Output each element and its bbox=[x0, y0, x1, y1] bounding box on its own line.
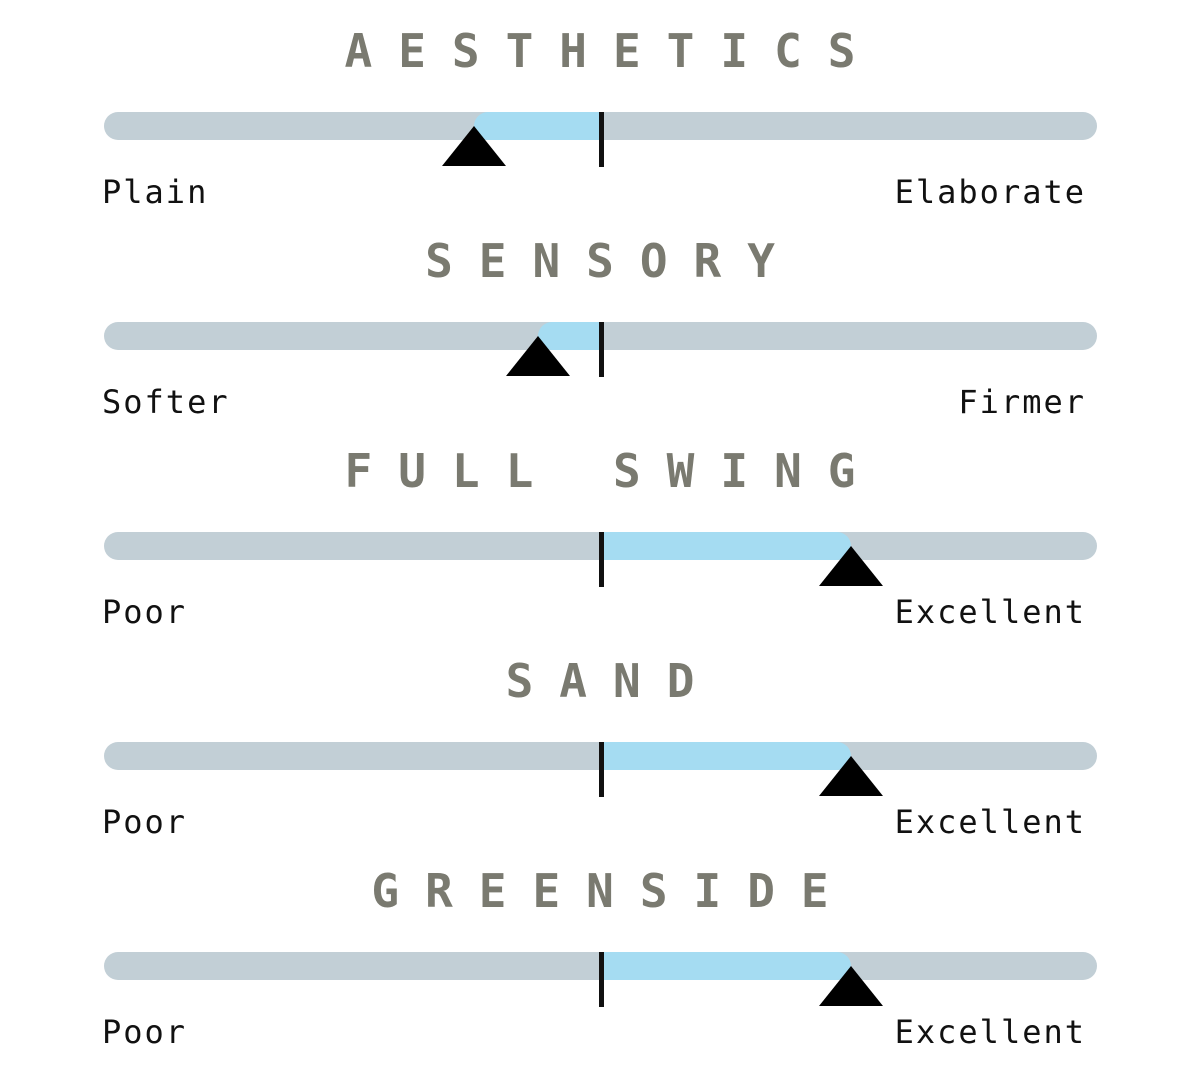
right-end-label: Excellent bbox=[894, 1013, 1086, 1051]
scale-greenside: GREENSIDE Poor Excellent bbox=[0, 840, 1200, 1050]
scale-title: GREENSIDE bbox=[371, 864, 855, 918]
left-end-label: Plain bbox=[102, 173, 209, 211]
scale-aesthetics: AESTHETICS Plain Elaborate bbox=[0, 0, 1200, 210]
left-end-label: Softer bbox=[102, 383, 230, 421]
value-marker bbox=[819, 756, 884, 796]
left-end-label: Poor bbox=[102, 1013, 188, 1051]
scale-fill bbox=[601, 742, 852, 770]
center-tick bbox=[599, 322, 604, 377]
value-marker bbox=[442, 126, 507, 166]
scale-title: FULL SWING bbox=[344, 444, 882, 498]
value-marker bbox=[505, 336, 570, 376]
scale-fill bbox=[601, 532, 852, 560]
center-tick bbox=[599, 742, 604, 797]
left-end-label: Poor bbox=[102, 593, 188, 631]
scale-title: AESTHETICS bbox=[344, 24, 882, 78]
right-end-label: Elaborate bbox=[894, 173, 1086, 211]
value-marker bbox=[819, 546, 884, 586]
right-end-label: Excellent bbox=[894, 803, 1086, 841]
scale-fill bbox=[601, 952, 852, 980]
right-end-label: Excellent bbox=[894, 593, 1086, 631]
right-end-label: Firmer bbox=[958, 383, 1086, 421]
center-tick bbox=[599, 532, 604, 587]
scale-title: SAND bbox=[505, 654, 721, 708]
scale-sand: SAND Poor Excellent bbox=[0, 630, 1200, 840]
scale-full-swing: FULL SWING Poor Excellent bbox=[0, 420, 1200, 630]
scale-sensory: SENSORY Softer Firmer bbox=[0, 210, 1200, 420]
left-end-label: Poor bbox=[102, 803, 188, 841]
center-tick bbox=[599, 112, 604, 167]
scale-title: SENSORY bbox=[425, 234, 801, 288]
center-tick bbox=[599, 952, 604, 1007]
value-marker bbox=[819, 966, 884, 1006]
